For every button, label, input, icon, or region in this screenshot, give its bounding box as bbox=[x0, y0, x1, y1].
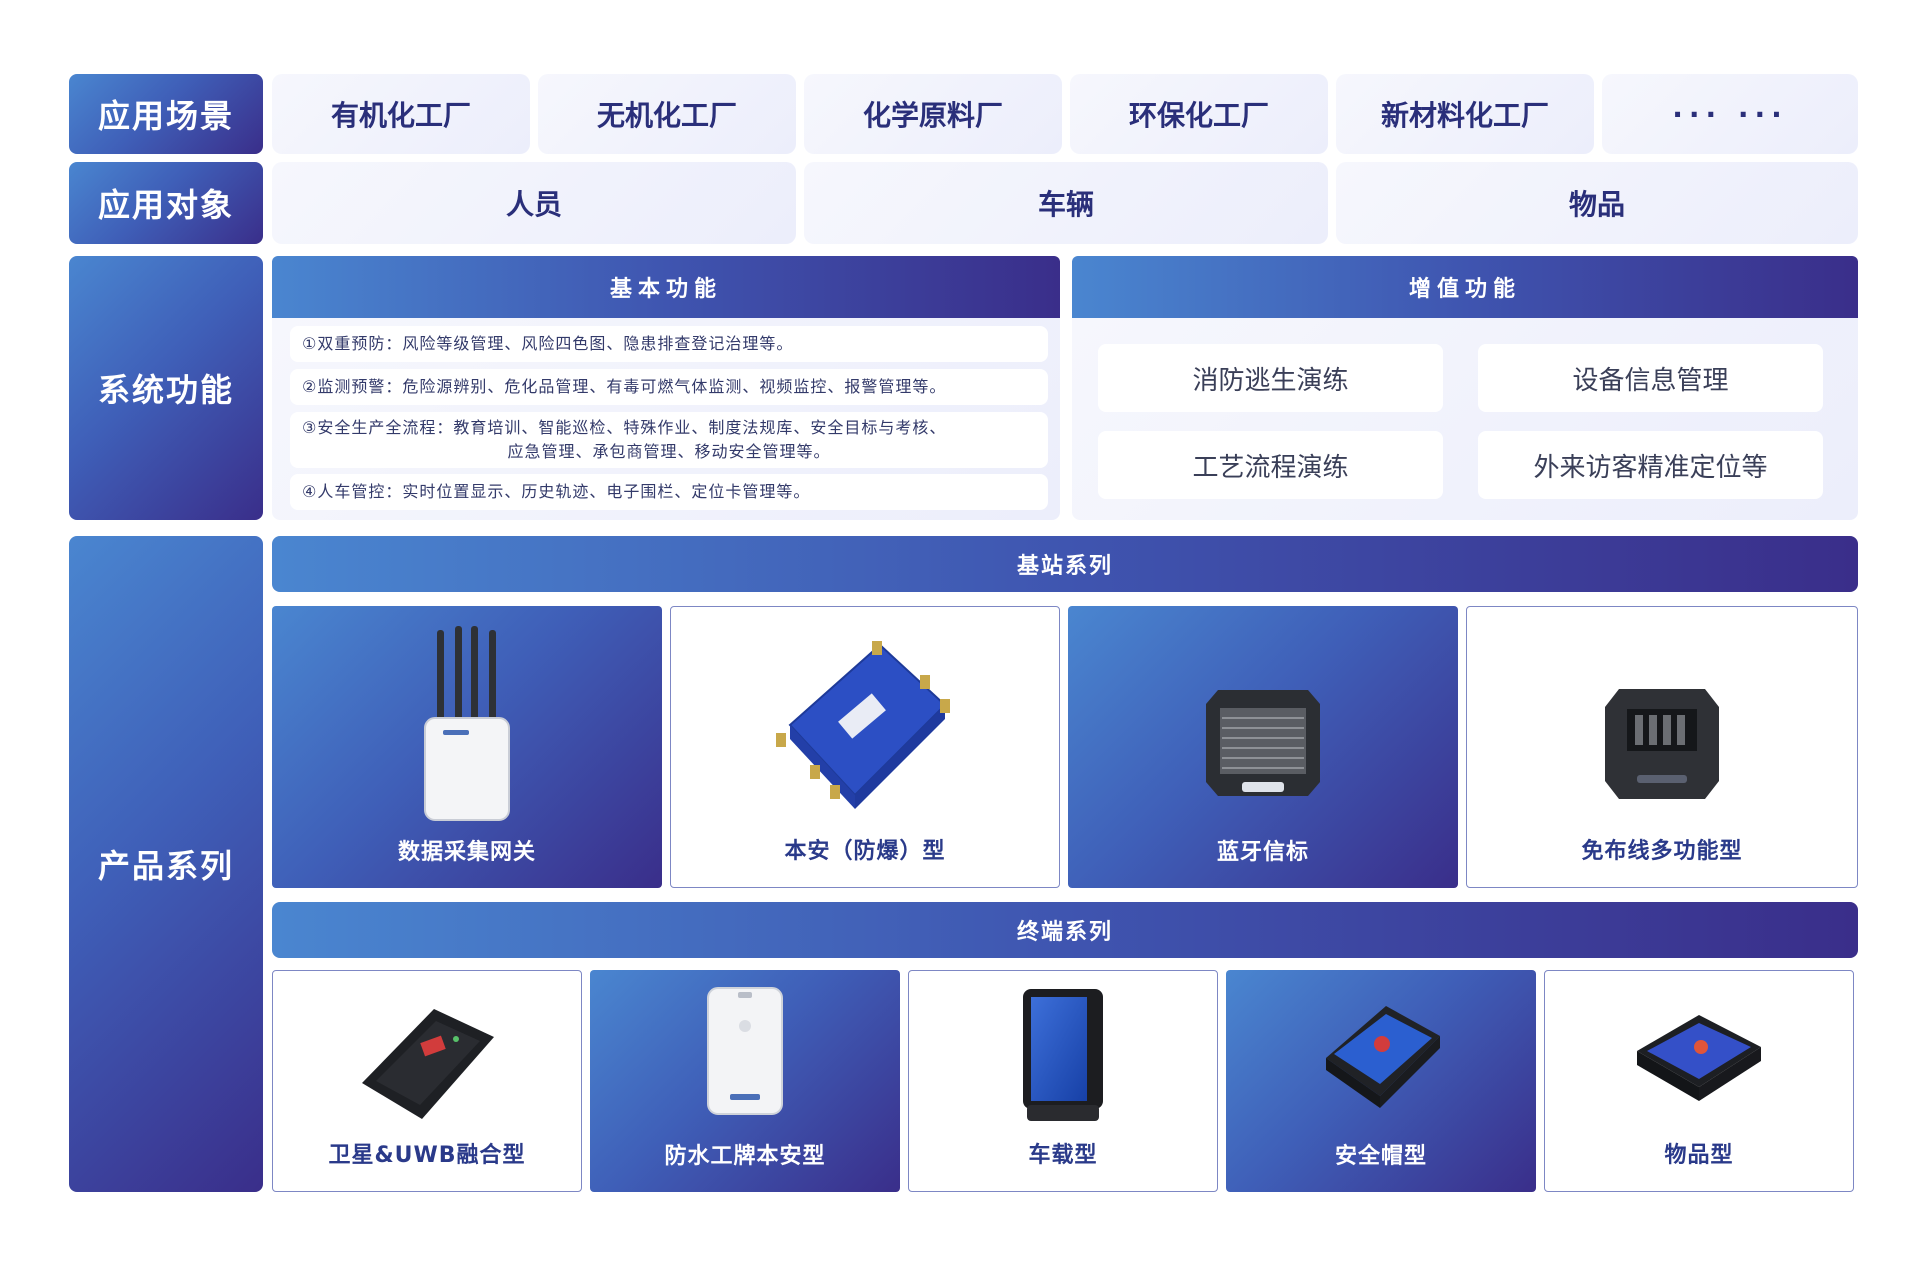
gateway-antenna-icon bbox=[424, 626, 510, 821]
scene-cell: 有机化工厂 bbox=[272, 74, 530, 154]
base-station-series-header: 基站系列 bbox=[272, 536, 1858, 592]
product-name: 物品型 bbox=[1664, 1143, 1734, 1168]
satellite-uwb-tag-icon bbox=[362, 1009, 494, 1119]
product-name: 本安（防爆）型 bbox=[784, 839, 946, 864]
wireless-multifunction-icon bbox=[1605, 689, 1719, 799]
product-card-helmet: 安全帽型 bbox=[1226, 970, 1536, 1192]
product-name: 安全帽型 bbox=[1334, 1144, 1427, 1169]
value-function-item: 外来访客精准定位等 bbox=[1478, 431, 1823, 499]
scene-cell-more: ··· ··· bbox=[1602, 74, 1858, 154]
product-name: 蓝牙信标 bbox=[1216, 840, 1309, 865]
row-label-products: 产品系列 bbox=[69, 536, 263, 1192]
explosion-proof-box-icon bbox=[776, 641, 950, 809]
object-cell-goods: 物品 bbox=[1336, 162, 1858, 244]
basic-function-header: 基本功能 bbox=[272, 256, 1060, 318]
product-name: 防水工牌本安型 bbox=[664, 1144, 826, 1169]
value-function-item: 工艺流程演练 bbox=[1098, 431, 1443, 499]
product-card-satellite-uwb: 卫星&UWB融合型 bbox=[272, 970, 582, 1192]
row-label-scenes: 应用场景 bbox=[69, 74, 263, 154]
product-name: 数据采集网关 bbox=[397, 840, 536, 865]
object-cell-people: 人员 bbox=[272, 162, 796, 244]
product-card-wireless-multifunction: 免布线多功能型 bbox=[1466, 606, 1858, 888]
scene-cell: 无机化工厂 bbox=[538, 74, 796, 154]
value-function-item: 设备信息管理 bbox=[1478, 344, 1823, 412]
row-label-objects: 应用对象 bbox=[69, 162, 263, 244]
badge-tag-icon bbox=[707, 987, 783, 1115]
value-function-header: 增值功能 bbox=[1072, 256, 1858, 318]
row-label-functions: 系统功能 bbox=[69, 256, 263, 520]
basic-function-item: ④人车管控：实时位置显示、历史轨迹、电子围栏、定位卡管理等。 bbox=[290, 474, 1048, 510]
product-card-bluetooth-beacon: 蓝牙信标 bbox=[1068, 606, 1458, 888]
vehicle-tag-icon bbox=[1023, 989, 1103, 1121]
product-name: 车载型 bbox=[1028, 1143, 1098, 1168]
product-card-explosion-proof: 本安（防爆）型 bbox=[670, 606, 1060, 888]
basic-function-item-line: 应急管理、承包商管理、移动安全管理等。 bbox=[507, 442, 831, 461]
bluetooth-beacon-icon bbox=[1206, 690, 1320, 796]
basic-function-item: ③安全生产全流程：教育培训、智能巡检、特殊作业、制度法规库、安全目标与考核、 应… bbox=[290, 412, 1048, 468]
asset-tag-icon bbox=[1637, 1015, 1761, 1101]
scene-cell: 化学原料厂 bbox=[804, 74, 1062, 154]
scene-cell: 环保化工厂 bbox=[1070, 74, 1328, 154]
scene-cell: 新材料化工厂 bbox=[1336, 74, 1594, 154]
object-cell-vehicle: 车辆 bbox=[804, 162, 1328, 244]
product-name: 免布线多功能型 bbox=[1581, 839, 1743, 864]
product-card-asset: 物品型 bbox=[1544, 970, 1854, 1192]
product-card-badge: 防水工牌本安型 bbox=[590, 970, 900, 1192]
basic-function-item-line: ③安全生产全流程：教育培训、智能巡检、特殊作业、制度法规库、安全目标与考核、 bbox=[302, 418, 947, 437]
helmet-tag-icon bbox=[1326, 1006, 1440, 1108]
terminal-series-header: 终端系列 bbox=[272, 902, 1858, 958]
basic-function-item: ①双重预防：风险等级管理、风险四色图、隐患排查登记治理等。 bbox=[290, 326, 1048, 362]
product-name: 卫星&UWB融合型 bbox=[328, 1143, 526, 1168]
product-card-vehicle: 车载型 bbox=[908, 970, 1218, 1192]
basic-function-item: ②监测预警：危险源辨别、危化品管理、有毒可燃气体监测、视频监控、报警管理等。 bbox=[290, 369, 1048, 405]
product-card-gateway: 数据采集网关 bbox=[272, 606, 662, 888]
value-function-item: 消防逃生演练 bbox=[1098, 344, 1443, 412]
